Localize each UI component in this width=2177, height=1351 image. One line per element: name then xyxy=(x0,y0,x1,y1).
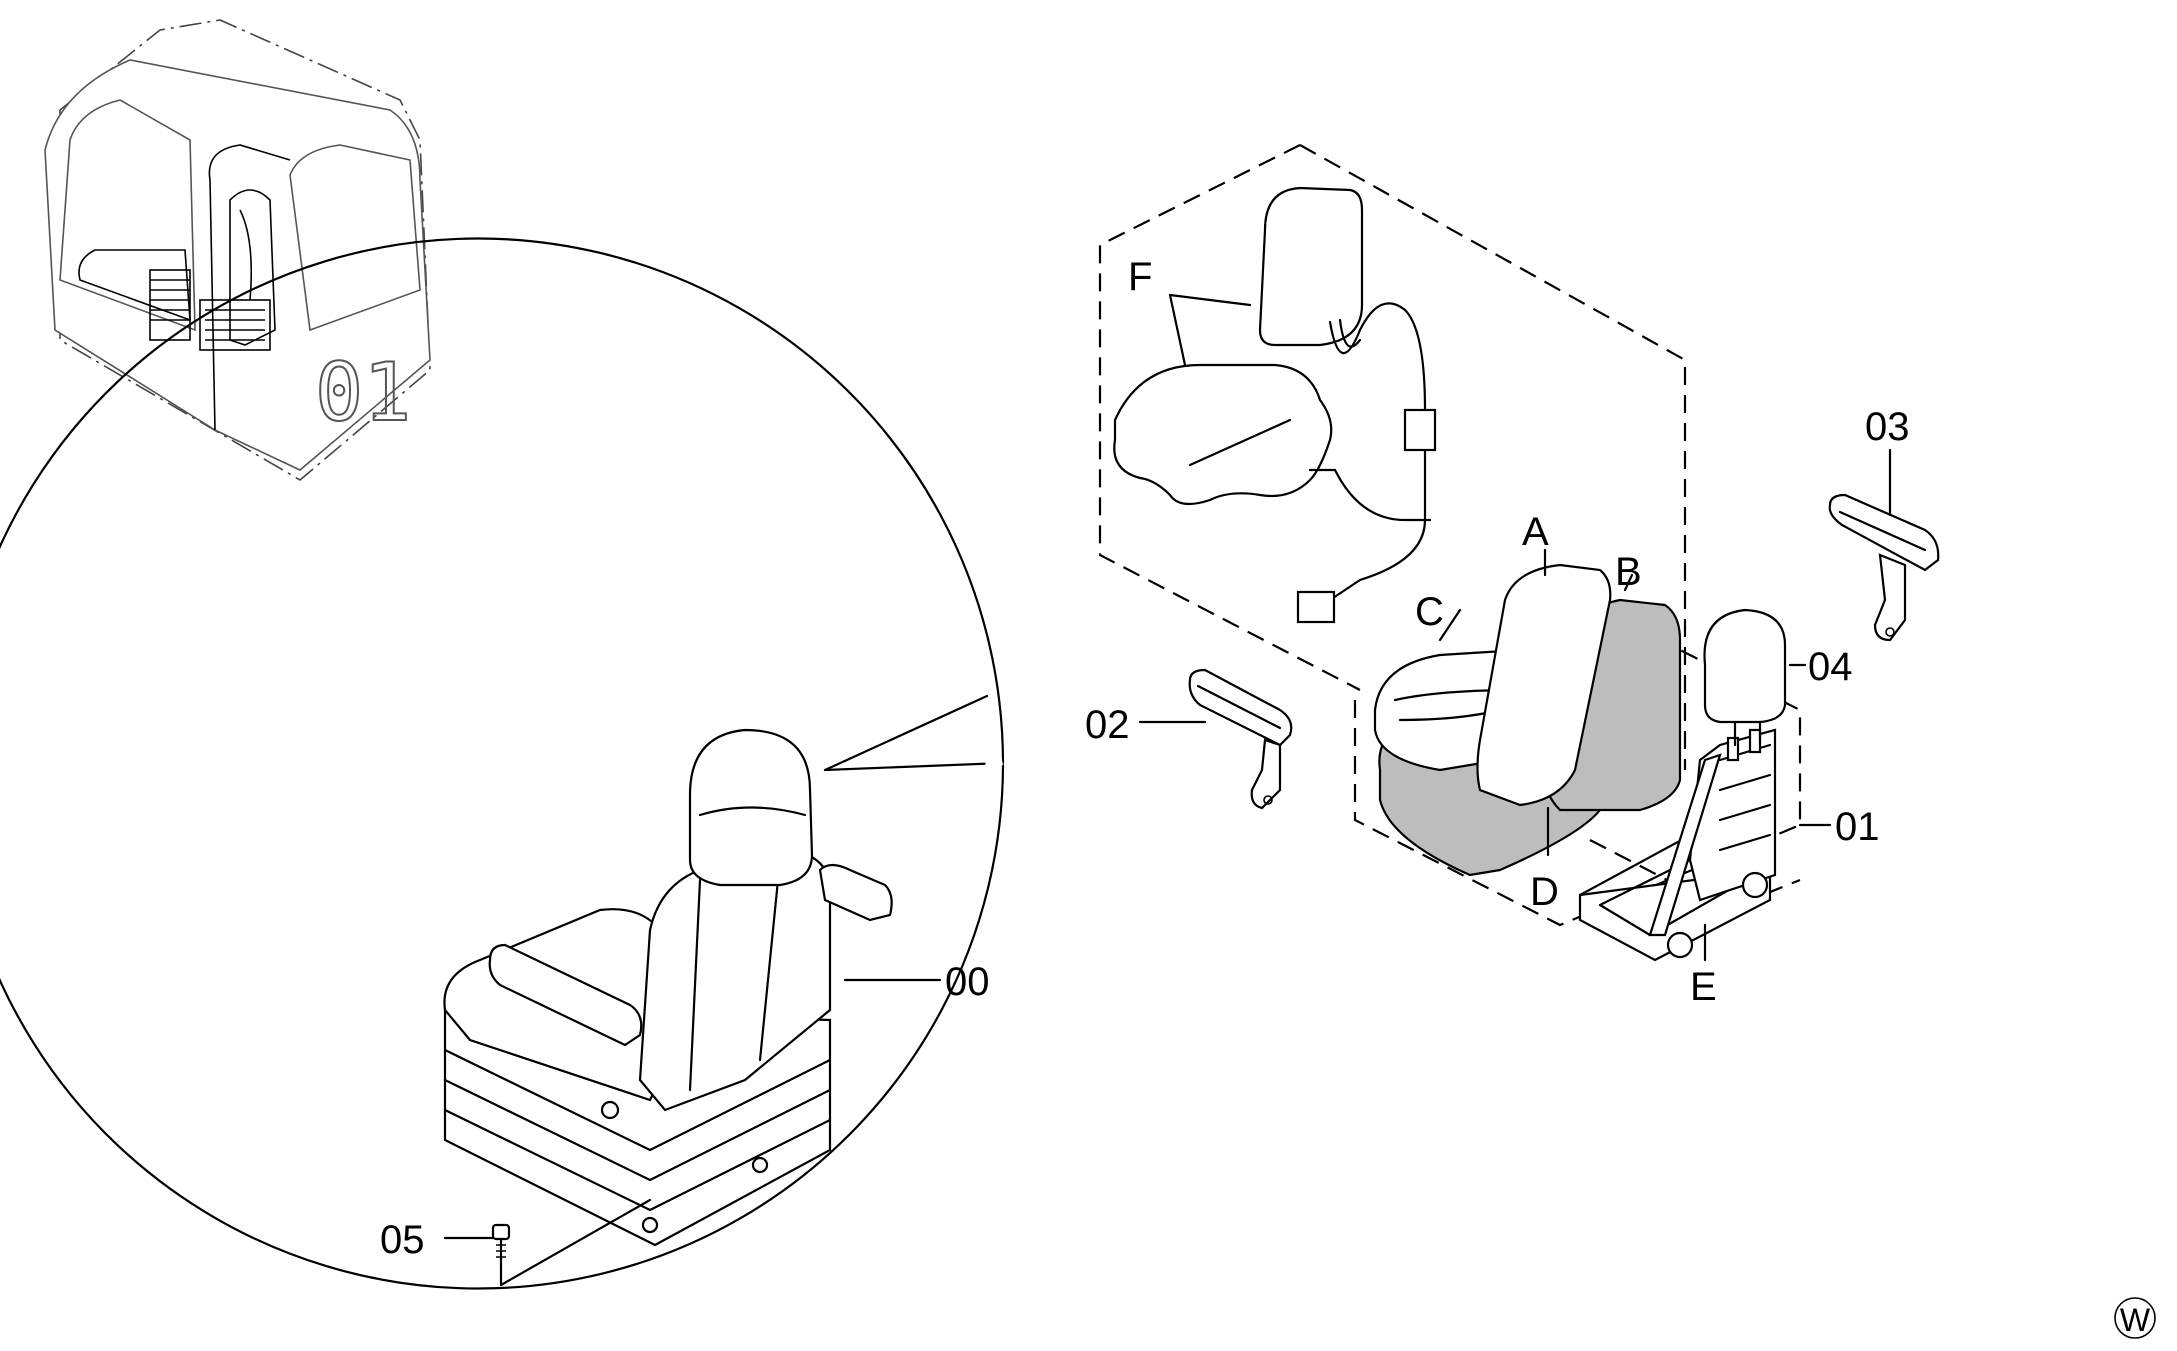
label-03: 03 xyxy=(1865,405,1910,449)
corner-mark-letter: W xyxy=(2120,1302,2151,1338)
cab-label: 01 xyxy=(314,345,412,440)
part-02-armrest xyxy=(1188,668,1293,810)
part-03-armrest xyxy=(1828,493,1940,642)
part-04-headrest xyxy=(1703,608,1787,747)
label-B: B xyxy=(1615,550,1642,594)
part-05-bolt xyxy=(491,1223,511,1264)
label-D: D xyxy=(1530,870,1559,914)
label-E: E xyxy=(1690,965,1717,1009)
callout-labels: F A B C D E 04 01 02 03 00 05 xyxy=(380,255,1910,1262)
detail-bubble xyxy=(0,237,1005,1290)
part-E-seat-frame xyxy=(1578,728,1777,962)
part-00-seat-assembly xyxy=(443,728,893,1247)
cab-overview: 01 xyxy=(44,19,431,481)
label-02: 02 xyxy=(1085,703,1130,747)
part-F-heater-pad xyxy=(1113,186,1437,624)
label-F: F xyxy=(1128,255,1152,299)
label-04: 04 xyxy=(1808,645,1853,689)
label-C: C xyxy=(1415,590,1444,634)
leader-lines xyxy=(443,293,1892,1287)
corner-mark: W xyxy=(2114,1297,2156,1339)
label-01: 01 xyxy=(1835,805,1880,849)
seat-cushions xyxy=(1373,563,1682,877)
label-A: A xyxy=(1522,510,1549,554)
label-00: 00 xyxy=(945,960,990,1004)
cab-marker-text: 01 xyxy=(315,346,411,439)
label-05: 05 xyxy=(380,1218,425,1262)
